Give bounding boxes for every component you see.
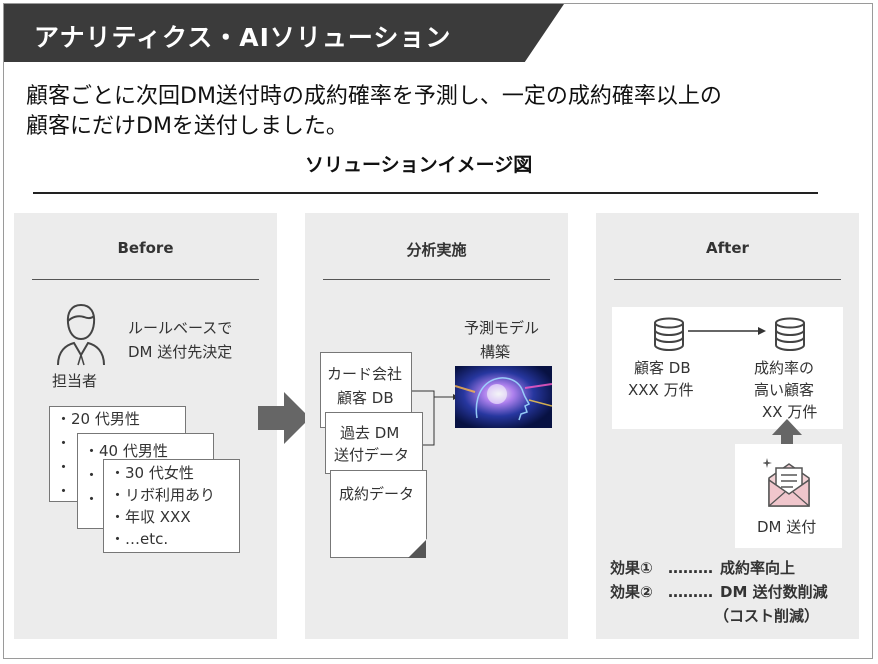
before-divider <box>32 279 259 280</box>
effect1-label: 効果① <box>610 559 653 577</box>
header-title: アナリティクス・AIソリューション <box>34 23 452 52</box>
page-fold-icon <box>408 540 426 558</box>
before-panel: Before 担当者 ルールベースで DM 送付先決定 ・20 代男性 ・ ・ … <box>14 213 277 639</box>
card1-bullet: ・ <box>56 458 72 476</box>
effect1-dots: ……… <box>668 559 713 577</box>
rule-text-1: ルールベースで <box>128 319 233 337</box>
db2-line-3: XX 万件 <box>762 403 818 421</box>
card2-bullet: ・ <box>84 466 100 484</box>
doc2-line-2: 送付データ <box>334 446 410 464</box>
model-line-1: 予測モデル <box>464 319 540 337</box>
card3-line-1: ・30 代女性 <box>110 464 194 482</box>
section-title: ソリューションイメージ図 <box>305 154 533 176</box>
analysis-panel: 分析実施 カード会社 顧客 DB 過去 DM 送付データ 成約データ 予測モデル… <box>305 213 568 639</box>
effect1-text: 成約率向上 <box>720 559 796 577</box>
card1-bullet: ・ <box>56 482 72 500</box>
doc2-line-1: 過去 DM <box>340 424 400 442</box>
card3-line-2: ・リボ利用あり <box>110 486 216 504</box>
effect2-dots: ……… <box>668 583 713 601</box>
person-icon <box>57 303 105 366</box>
card1-bullet: ・ <box>56 434 72 452</box>
header-bar: アナリティクス・AIソリューション <box>4 4 564 62</box>
doc1-line-1: カード会社 <box>327 365 403 383</box>
dm-label: DM 送付 <box>757 518 817 536</box>
card2-bullet: ・ <box>84 490 100 508</box>
right-arrow-icon <box>258 392 310 444</box>
after-title: After <box>706 239 749 257</box>
dm-box: DM 送付 <box>735 444 842 548</box>
document-icon: 成約データ <box>330 470 427 558</box>
after-divider <box>614 279 841 280</box>
db2-line-1: 成約率の <box>754 359 815 377</box>
effect2-note: （コスト削減） <box>714 607 820 625</box>
analysis-title: 分析実施 <box>406 241 467 259</box>
doc3-text: 成約データ <box>339 485 415 503</box>
doc1-line-2: 顧客 DB <box>337 389 394 407</box>
right-arrow-icon <box>688 327 766 335</box>
after-panel: After 顧客 DB XXX 万件 成約率の 高い顧客 XX 万件 <box>596 213 859 639</box>
lead-line-2: 顧客にだけDMを送付しました。 <box>26 114 348 139</box>
card3-line-3: ・年収 XXX <box>110 508 191 526</box>
section-divider <box>33 192 818 194</box>
brain-ai-image <box>455 366 552 428</box>
lead-line-1: 顧客ごとに次回DM送付時の成約確率を予測し、一定の成約確率以上の <box>26 84 722 109</box>
document-icon: 過去 DM 送付データ <box>325 412 423 474</box>
customer-card-3: ・30 代女性 ・リボ利用あり ・年収 XXX ・…etc. <box>103 459 240 553</box>
database-icon <box>775 317 805 351</box>
analysis-divider <box>323 279 550 280</box>
card3-line-4: ・…etc. <box>110 530 169 548</box>
card2-text: ・40 代男性 <box>84 442 168 460</box>
card1-text: ・20 代男性 <box>56 410 140 428</box>
effect2-label: 効果② <box>610 583 653 601</box>
db1-line-2: XXX 万件 <box>628 381 694 399</box>
mail-icon <box>763 458 810 507</box>
db1-line-1: 顧客 DB <box>634 359 691 377</box>
model-line-2: 構築 <box>480 343 511 361</box>
rule-text-2: DM 送付先決定 <box>128 343 233 361</box>
database-icon <box>654 317 684 351</box>
before-title: Before <box>117 239 174 257</box>
up-arrow-icon <box>772 419 802 455</box>
effect2-text: DM 送付数削減 <box>720 583 828 601</box>
lead-text: 顧客ごとに次回DM送付時の成約確率を予測し、一定の成約確率以上の 顧客にだけDM… <box>26 82 846 142</box>
db2-line-2: 高い顧客 <box>754 381 815 399</box>
person-label: 担当者 <box>52 372 98 390</box>
db-box: 顧客 DB XXX 万件 成約率の 高い顧客 XX 万件 <box>612 307 843 429</box>
